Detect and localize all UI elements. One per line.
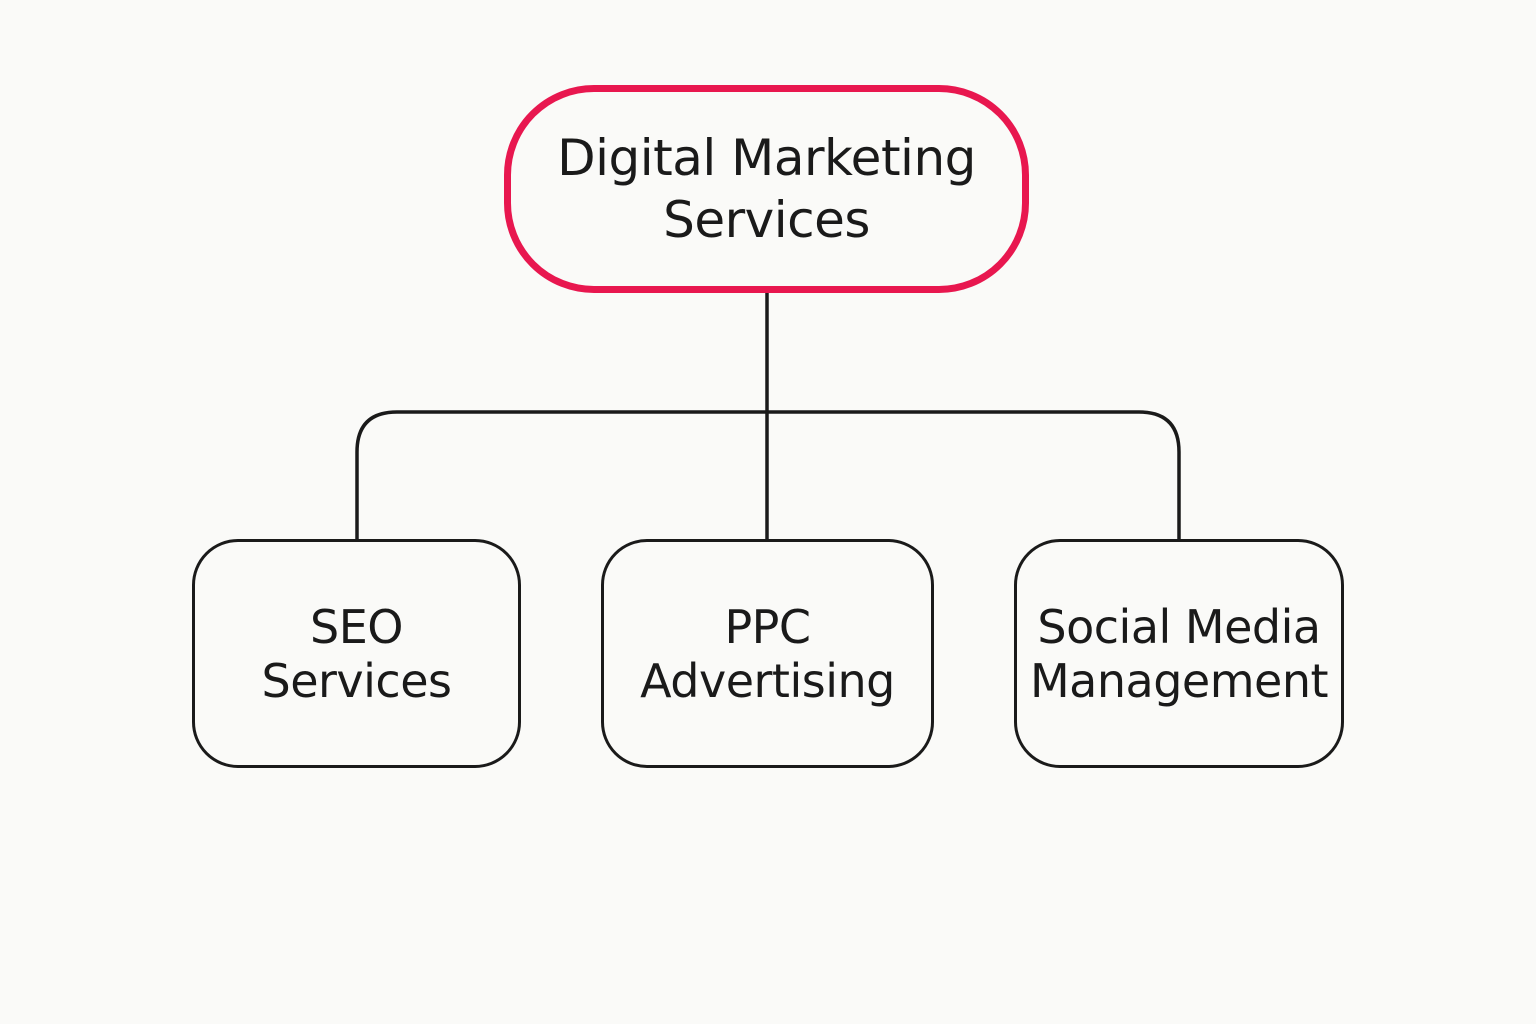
child-node-seo-services[interactable]: SEO Services <box>192 539 521 768</box>
root-node-line-1: Digital Marketing <box>557 129 976 187</box>
ppc-node-line-2: Advertising <box>640 653 895 708</box>
social-node-line-2: Management <box>1029 653 1329 708</box>
root-node-line-2: Services <box>663 191 870 249</box>
ppc-node-line-1: PPC <box>724 599 811 654</box>
seo-node-line-2: Services <box>261 653 452 708</box>
connector-branch <box>355 410 1181 539</box>
root-node-digital-marketing-services[interactable]: Digital Marketing Services <box>504 85 1029 293</box>
seo-node-line-1: SEO <box>310 599 403 654</box>
social-node-line-1: Social Media <box>1037 599 1321 654</box>
child-node-ppc-advertising[interactable]: PPC Advertising <box>601 539 934 768</box>
child-node-social-media-management[interactable]: Social Media Management <box>1014 539 1344 768</box>
